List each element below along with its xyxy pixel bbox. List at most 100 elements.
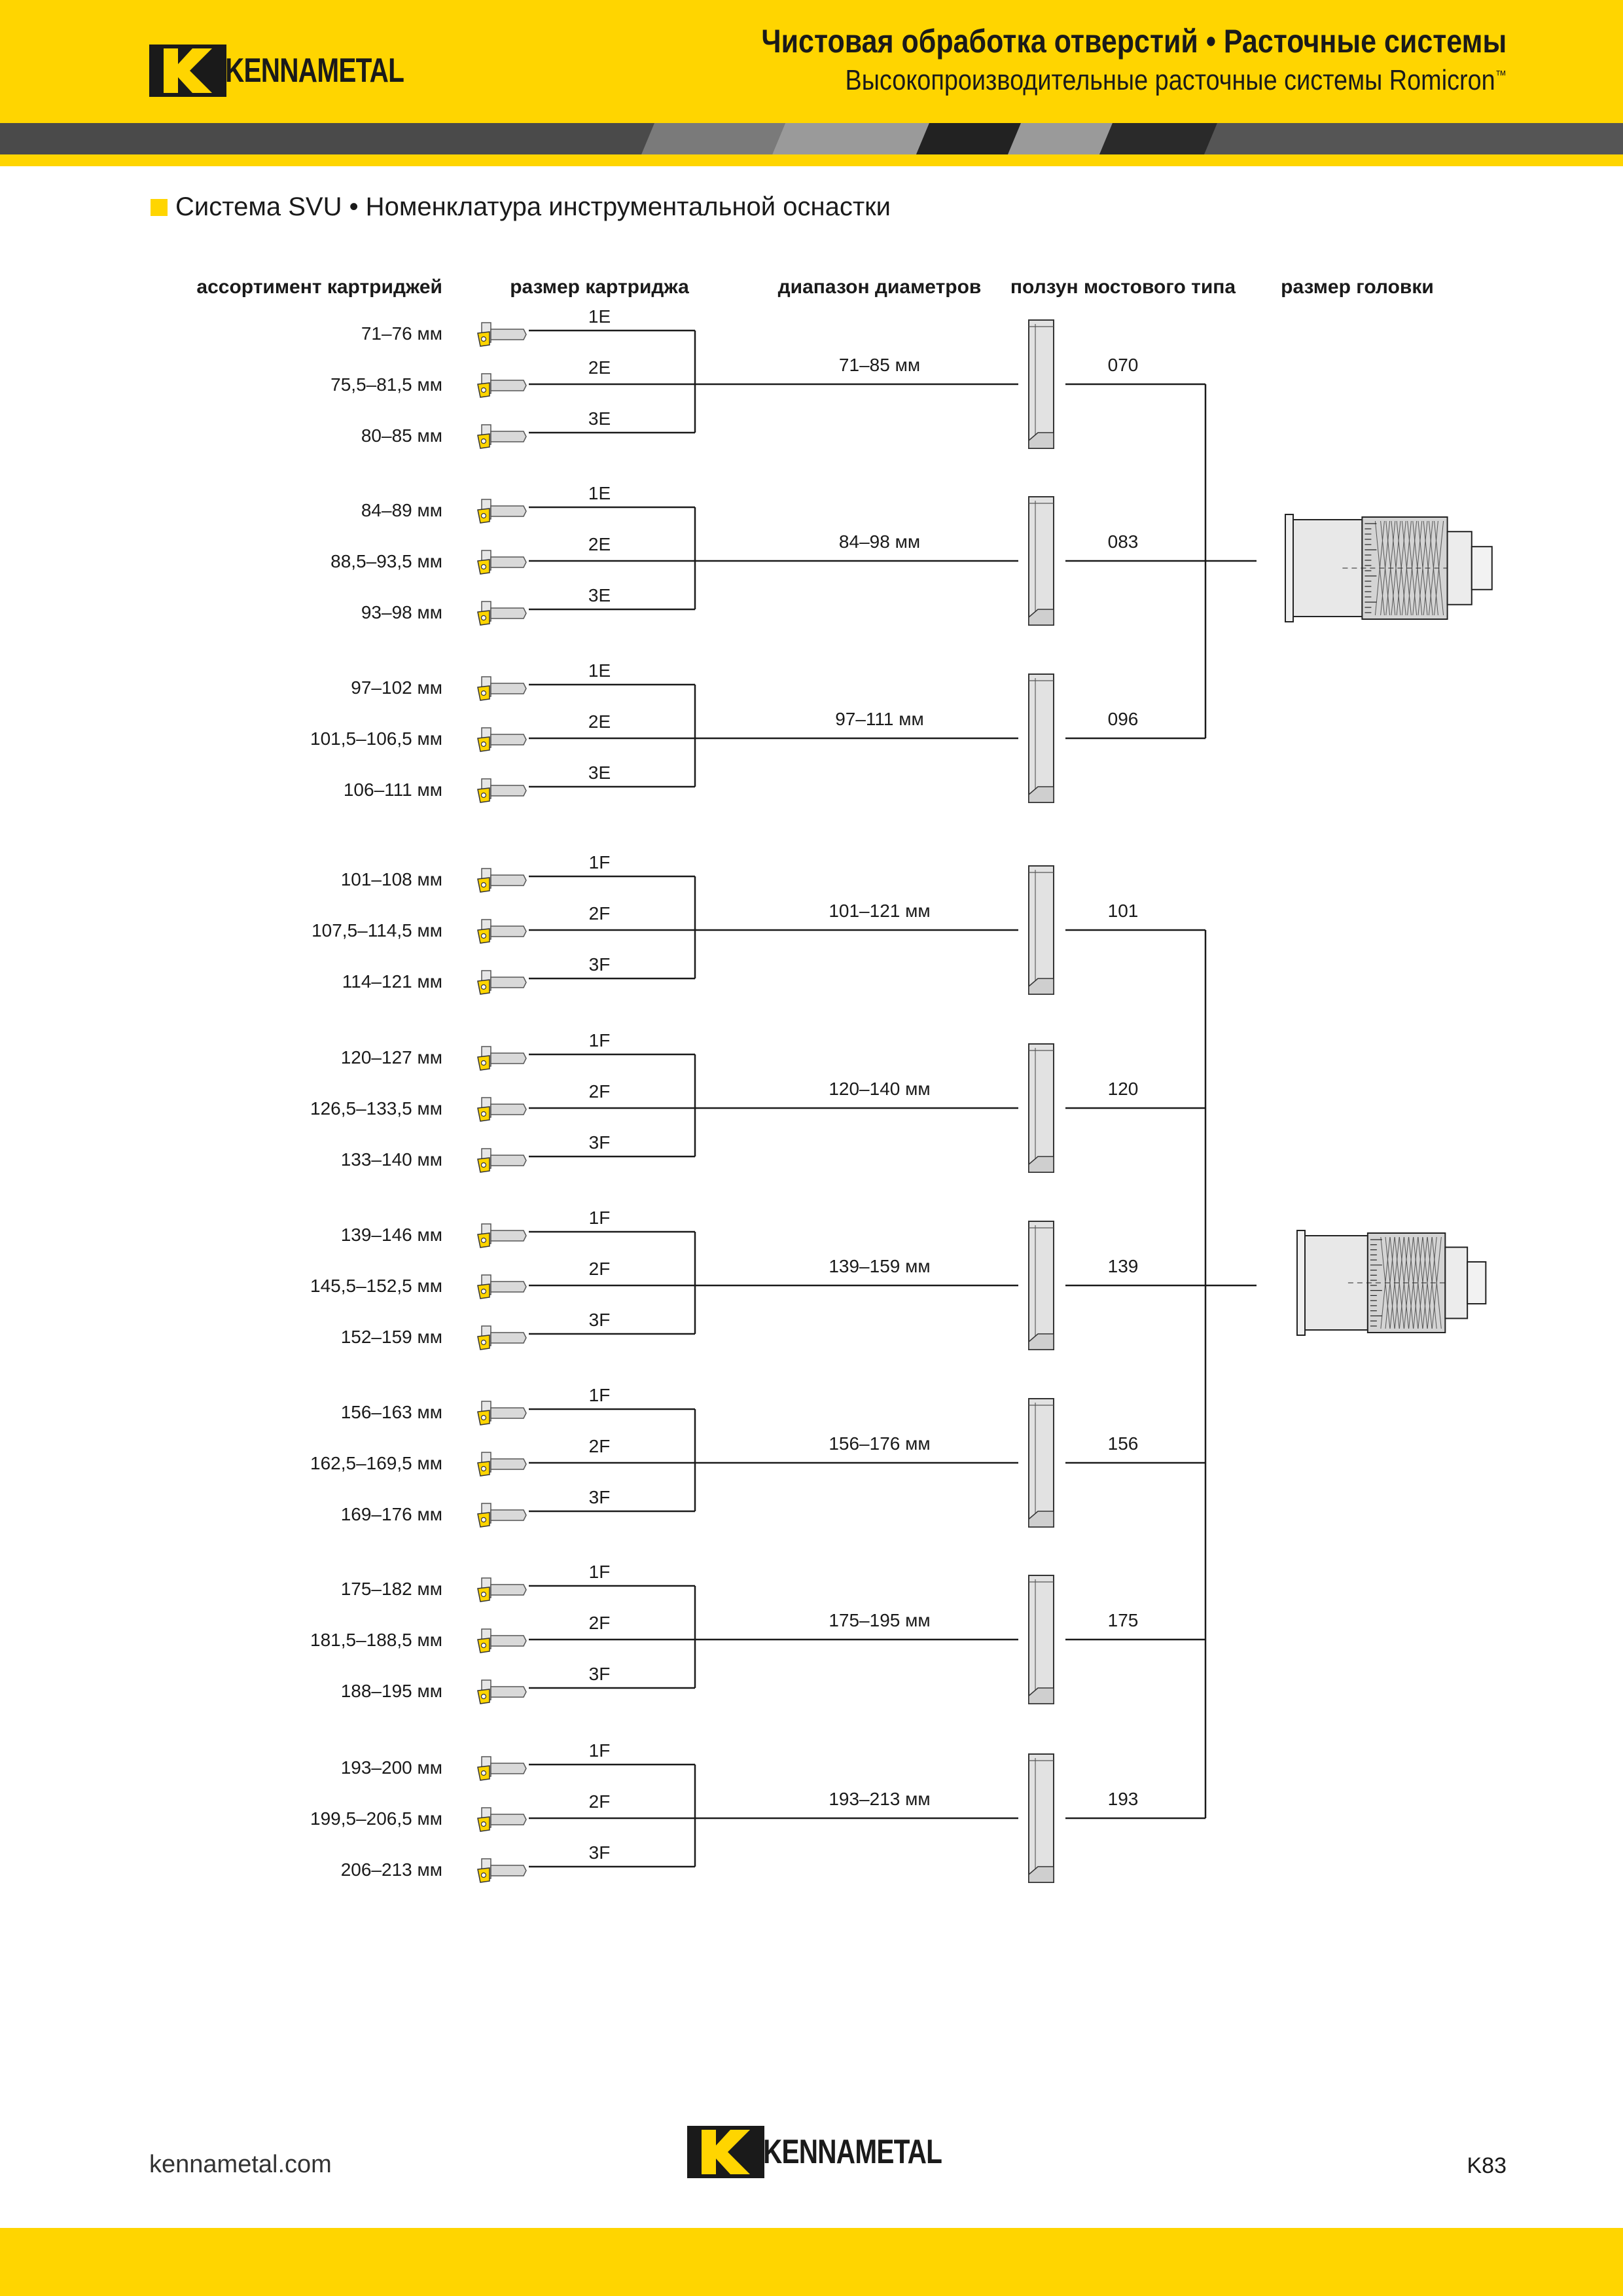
cartridge-size-label: 2F xyxy=(589,1436,611,1456)
column-header-bridge-slide: ползун мостового типа xyxy=(1010,276,1236,298)
cartridge-icon xyxy=(477,676,527,701)
bridge-slide-label: 193 xyxy=(1108,1789,1139,1809)
cartridge-size-label: 3F xyxy=(589,1310,611,1330)
cartridge-range-label: 139–146 мм xyxy=(341,1225,442,1245)
cartridge-size-label: 3F xyxy=(589,954,611,975)
cartridge-icon xyxy=(477,1628,527,1653)
footer-brand-text: KENNAMETAL xyxy=(763,2133,942,2171)
cartridge-icon xyxy=(477,868,527,893)
column-header-head-size: размер головки xyxy=(1281,276,1434,298)
cartridge-icon xyxy=(477,1503,527,1528)
stripe-pattern xyxy=(0,123,1623,154)
cartridge-size-label: 2F xyxy=(589,1791,611,1812)
cartridge-range-label: 199,5–206,5 мм xyxy=(310,1808,442,1829)
cartridge-range-label: 162,5–169,5 мм xyxy=(310,1453,442,1473)
cartridge-size-label: 2F xyxy=(589,1613,611,1633)
bridge-slide-label: 175 xyxy=(1108,1610,1139,1630)
bridge-slide-icon xyxy=(1028,1398,1054,1528)
cartridge-size-label: 3F xyxy=(589,1842,611,1863)
cartridge-size-label: 2F xyxy=(589,903,611,924)
cartridge-size-label: 1F xyxy=(589,852,611,872)
cartridge-size-label: 1F xyxy=(589,1208,611,1228)
bridge-slide-label: 156 xyxy=(1108,1433,1139,1454)
bridge-slide-icon xyxy=(1028,319,1054,449)
cartridge-size-label: 2F xyxy=(589,1259,611,1279)
cartridge-icon xyxy=(477,727,527,752)
diameter-range-label: 193–213 мм xyxy=(829,1789,930,1809)
cartridge-range-label: 181,5–188,5 мм xyxy=(310,1630,442,1650)
cartridge-range-label: 120–127 мм xyxy=(341,1047,442,1067)
cartridge-size-label: 1F xyxy=(589,1385,611,1405)
boring-head-large xyxy=(1296,1230,1487,1336)
cartridge-range-label: 93–98 мм xyxy=(361,602,442,622)
section-bullet-icon xyxy=(151,198,168,216)
cartridge-range-label: 175–182 мм xyxy=(341,1579,442,1599)
header-brand-text: KENNAMETAL xyxy=(225,52,404,90)
cartridge-size-label: 1E xyxy=(588,306,611,327)
trademark-mark: ™ xyxy=(1495,68,1507,83)
bridge-slide-label: 120 xyxy=(1108,1079,1139,1099)
bridge-slide-icon xyxy=(1028,865,1054,995)
cartridge-size-label: 2E xyxy=(588,357,611,378)
bridge-slide-icon xyxy=(1028,496,1054,626)
cartridge-size-label: 1F xyxy=(589,1562,611,1582)
diameter-range-label: 101–121 мм xyxy=(829,901,930,921)
diameter-range-label: 97–111 мм xyxy=(835,709,924,729)
cartridge-size-label: 1E xyxy=(588,483,611,503)
cartridge-size-label: 2E xyxy=(588,711,611,732)
cartridge-icon xyxy=(477,322,527,347)
cartridge-icon xyxy=(477,1577,527,1602)
bridge-slide-icon xyxy=(1028,1753,1054,1883)
head-connectors xyxy=(1204,384,1257,1818)
cartridge-range-label: 106–111 мм xyxy=(344,780,442,800)
bridge-slide-icon xyxy=(1028,1575,1054,1704)
boring-head-small xyxy=(1285,514,1493,622)
section-heading: Система SVU • Номенклатура инструменталь… xyxy=(151,192,891,222)
cartridge-icon xyxy=(477,778,527,803)
stripe-underline xyxy=(0,154,1623,166)
cartridge-size-label: 1E xyxy=(588,660,611,681)
cartridge-range-label: 75,5–81,5 мм xyxy=(330,374,442,395)
cartridge-icon xyxy=(477,1148,527,1173)
diameter-range-label: 120–140 мм xyxy=(829,1079,930,1099)
column-header-diameter-range: диапазон диаметров xyxy=(778,276,982,298)
footer-url[interactable]: kennametal.com xyxy=(149,2151,332,2178)
cartridge-range-label: 101,5–106,5 мм xyxy=(310,728,442,749)
column-header-cartridge-size: размер картриджа xyxy=(510,276,689,298)
cartridge-icon xyxy=(477,1858,527,1883)
cartridge-range-label: 145,5–152,5 мм xyxy=(310,1276,442,1296)
diameter-range-label: 175–195 мм xyxy=(829,1610,930,1630)
cartridge-icon xyxy=(477,1452,527,1477)
bridge-slide-label: 083 xyxy=(1108,531,1139,552)
cartridge-range-label: 133–140 мм xyxy=(341,1149,442,1170)
cartridge-icon xyxy=(477,1223,527,1248)
kennametal-logo-icon xyxy=(149,45,226,97)
header-subtitle-text: Высокопроизводительные расточные системы… xyxy=(845,64,1495,96)
bridge-slide-label: 070 xyxy=(1108,355,1139,375)
cartridge-size-label: 2E xyxy=(588,534,611,554)
boring-heads xyxy=(1285,514,1493,1336)
cartridge-range-label: 84–89 мм xyxy=(361,500,442,520)
cartridge-range-label: 156–163 мм xyxy=(341,1402,442,1422)
cartridge-size-label: 3F xyxy=(589,1487,611,1507)
cartridge-range-label: 193–200 мм xyxy=(341,1757,442,1778)
cartridge-range-label: 206–213 мм xyxy=(341,1859,442,1880)
cartridge-icon xyxy=(477,373,527,398)
page-number: K83 xyxy=(1467,2153,1507,2178)
diameter-range-label: 71–85 мм xyxy=(839,355,920,375)
cartridge-size-label: 3F xyxy=(589,1132,611,1153)
cartridge-size-label: 3E xyxy=(588,408,611,429)
cartridge-range-label: 80–85 мм xyxy=(361,425,442,446)
column-header-cartridge-range: ассортимент картриджей xyxy=(196,276,442,298)
cartridge-size-label: 3E xyxy=(588,585,611,605)
bridge-slide-icon xyxy=(1028,673,1054,803)
